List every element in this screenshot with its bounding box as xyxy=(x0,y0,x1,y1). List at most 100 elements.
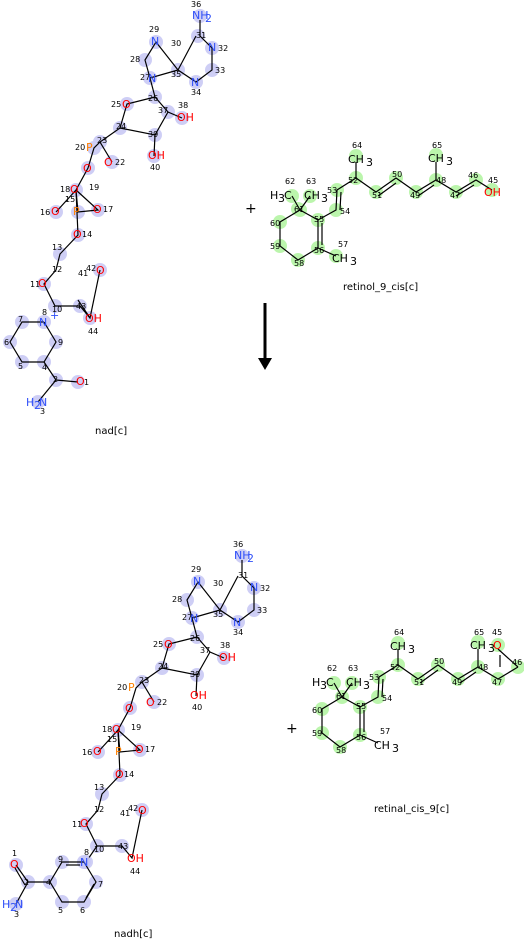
svg-text:+: + xyxy=(50,309,59,322)
retinol-label: retinol_9_cis[c] xyxy=(343,282,418,293)
svg-text:41: 41 xyxy=(120,809,130,818)
svg-text:6: 6 xyxy=(80,906,85,915)
svg-text:58: 58 xyxy=(294,259,304,268)
svg-text:N: N xyxy=(39,396,47,409)
svg-text:40: 40 xyxy=(192,703,202,712)
svg-text:63: 63 xyxy=(348,664,358,673)
svg-text:15: 15 xyxy=(107,735,117,744)
svg-text:3: 3 xyxy=(14,910,19,919)
svg-text:54: 54 xyxy=(382,694,392,703)
svg-text:N: N xyxy=(190,612,198,625)
svg-text:40: 40 xyxy=(150,163,160,172)
svg-text:35: 35 xyxy=(213,610,223,619)
svg-text:OH: OH xyxy=(148,149,165,162)
svg-text:14: 14 xyxy=(124,770,134,779)
svg-text:2: 2 xyxy=(53,375,58,384)
svg-text:15: 15 xyxy=(65,195,75,204)
svg-text:9: 9 xyxy=(58,855,63,864)
svg-text:O: O xyxy=(70,183,79,196)
svg-text:CH: CH xyxy=(428,152,444,165)
svg-text:50: 50 xyxy=(392,170,402,179)
svg-text:39: 39 xyxy=(190,670,200,679)
svg-text:CH: CH xyxy=(332,252,348,265)
svg-text:N: N xyxy=(193,575,201,588)
svg-text:O: O xyxy=(135,743,144,756)
svg-text:NH: NH xyxy=(234,549,251,562)
svg-text:20: 20 xyxy=(75,143,85,152)
svg-text:42: 42 xyxy=(86,264,96,273)
svg-text:O: O xyxy=(112,723,121,736)
svg-text:33: 33 xyxy=(257,606,267,615)
svg-text:NH: NH xyxy=(192,9,209,22)
svg-text:24: 24 xyxy=(158,662,168,671)
svg-text:43: 43 xyxy=(118,842,128,851)
nadh-molecule: NH 2 N N N N O OH OH O O P O O O P O O O… xyxy=(72,540,270,876)
svg-text:3: 3 xyxy=(350,255,357,268)
svg-text:28: 28 xyxy=(130,55,140,64)
svg-text:49: 49 xyxy=(452,678,462,687)
svg-text:N: N xyxy=(151,35,159,48)
svg-text:48: 48 xyxy=(478,663,488,672)
svg-text:18: 18 xyxy=(102,725,112,734)
svg-text:62: 62 xyxy=(327,664,337,673)
svg-text:38: 38 xyxy=(220,641,230,650)
svg-text:57: 57 xyxy=(338,240,348,249)
svg-text:30: 30 xyxy=(213,579,223,588)
svg-text:55: 55 xyxy=(356,702,366,711)
svg-text:N: N xyxy=(148,72,156,85)
svg-text:O: O xyxy=(146,696,155,709)
plus-sign-bottom: + xyxy=(286,721,298,737)
svg-text:22: 22 xyxy=(115,158,125,167)
svg-text:O: O xyxy=(125,702,134,715)
svg-text:36: 36 xyxy=(191,0,201,9)
svg-text:45: 45 xyxy=(488,176,498,185)
svg-text:5: 5 xyxy=(18,362,23,371)
svg-text:17: 17 xyxy=(103,205,113,214)
svg-text:31: 31 xyxy=(196,31,206,40)
svg-text:16: 16 xyxy=(40,208,50,217)
svg-text:48: 48 xyxy=(436,176,446,185)
svg-text:60: 60 xyxy=(312,706,322,715)
svg-text:25: 25 xyxy=(153,640,163,649)
svg-text:37: 37 xyxy=(158,106,168,115)
svg-text:H: H xyxy=(312,676,320,689)
svg-text:13: 13 xyxy=(52,243,62,252)
svg-text:O: O xyxy=(73,228,82,241)
svg-text:14: 14 xyxy=(82,230,92,239)
svg-text:2: 2 xyxy=(205,12,212,25)
svg-text:O: O xyxy=(104,156,113,169)
svg-text:47: 47 xyxy=(492,678,502,687)
svg-text:52: 52 xyxy=(348,176,358,185)
svg-text:1: 1 xyxy=(84,378,89,387)
svg-text:4: 4 xyxy=(42,363,47,372)
svg-text:3: 3 xyxy=(408,643,415,656)
svg-text:45: 45 xyxy=(492,628,502,637)
svg-text:7: 7 xyxy=(98,880,103,889)
svg-text:O: O xyxy=(10,858,19,871)
svg-text:5: 5 xyxy=(58,906,63,915)
svg-text:56: 56 xyxy=(356,733,366,742)
svg-text:C: C xyxy=(326,676,334,689)
svg-text:59: 59 xyxy=(312,729,322,738)
svg-text:O: O xyxy=(80,817,89,830)
svg-text:57: 57 xyxy=(380,727,390,736)
svg-text:54: 54 xyxy=(340,207,350,216)
svg-text:53: 53 xyxy=(369,673,379,682)
reaction-arrow xyxy=(258,303,272,370)
svg-text:46: 46 xyxy=(512,658,522,667)
svg-text:51: 51 xyxy=(372,191,382,200)
svg-text:30: 30 xyxy=(171,39,181,48)
svg-text:OH: OH xyxy=(484,186,501,199)
nadh-label: nadh[c] xyxy=(114,929,153,939)
svg-text:P: P xyxy=(115,745,122,758)
svg-text:3: 3 xyxy=(321,192,328,205)
svg-text:P: P xyxy=(73,205,80,218)
svg-text:24: 24 xyxy=(116,122,126,131)
svg-text:34: 34 xyxy=(191,88,201,97)
svg-text:CH: CH xyxy=(470,639,486,652)
svg-text:3: 3 xyxy=(278,192,285,205)
svg-text:P: P xyxy=(128,681,135,694)
